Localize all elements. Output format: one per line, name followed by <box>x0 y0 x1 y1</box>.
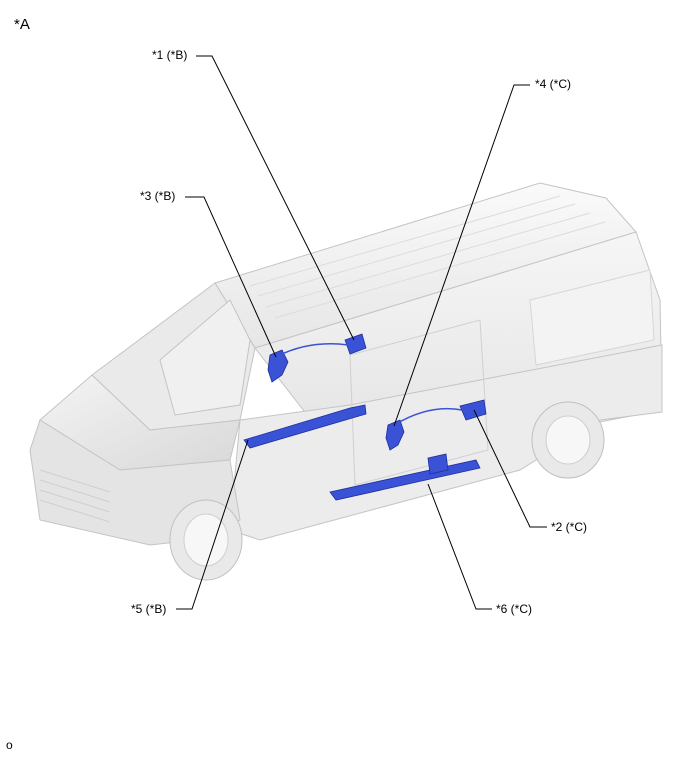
part-5-lower-rail <box>243 404 367 449</box>
van-body <box>29 182 663 546</box>
callout-4-label: *4 (*C) <box>535 77 572 91</box>
roof-ribs <box>249 195 606 319</box>
leader-4 <box>393 84 530 427</box>
sliding-door-outline <box>349 319 489 486</box>
callout-3-label: *3 (*B) <box>140 189 176 203</box>
leader-2 <box>473 409 547 528</box>
callout-2-label: *2 (*C) <box>551 520 588 534</box>
callout-1-label: *1 (*B) <box>152 48 188 62</box>
leader-lines <box>176 55 547 610</box>
highlighted-parts <box>243 333 487 501</box>
leader-1 <box>196 55 355 341</box>
figure-label: *A <box>14 16 30 33</box>
rear-side-window <box>529 269 655 366</box>
callout-6-label: *6 (*C) <box>496 602 533 616</box>
part-6-bracket <box>427 453 449 475</box>
part-4-lock-assembly <box>385 419 405 451</box>
front-wheel <box>169 499 243 581</box>
cable-upper <box>277 343 349 357</box>
part-1-upper-rear-lock <box>344 333 367 355</box>
part-3-lock-assembly <box>267 349 289 383</box>
front-door-window <box>159 299 251 416</box>
footer-mark: o <box>6 738 13 752</box>
front-grille <box>39 469 111 523</box>
leader-5 <box>176 439 249 610</box>
leader-6 <box>427 483 492 610</box>
rear-wheel <box>531 401 605 479</box>
leader-3 <box>185 196 277 358</box>
part-2-rear-lock <box>459 399 487 421</box>
callout-5-label: *5 (*B) <box>131 602 167 616</box>
cable-lower <box>395 407 463 425</box>
